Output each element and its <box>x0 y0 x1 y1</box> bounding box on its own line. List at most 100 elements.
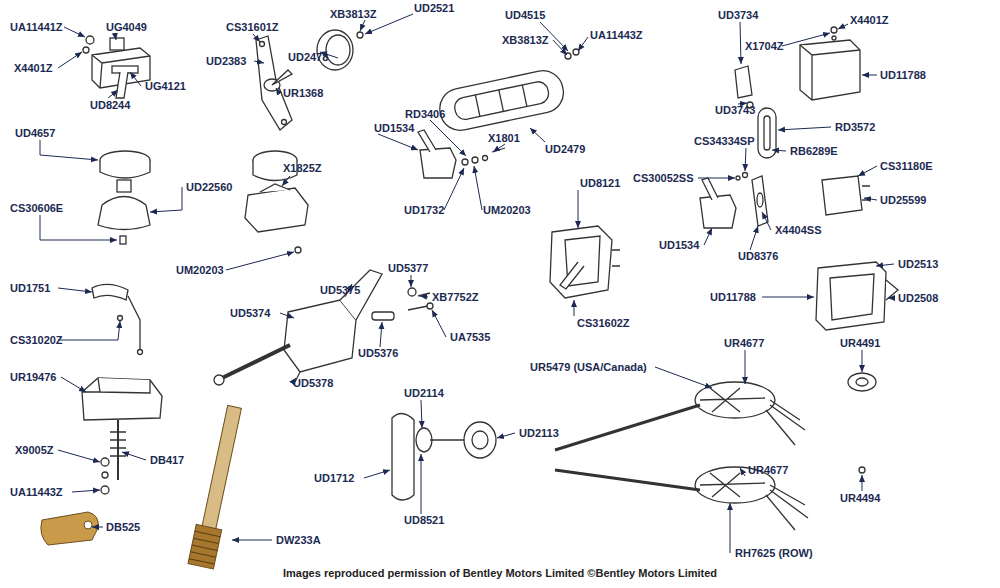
drawing-stroke <box>427 303 433 309</box>
drawing-stroke <box>888 298 894 299</box>
drawing-stroke <box>436 67 567 134</box>
callout-number: X9005Z <box>15 444 54 457</box>
drawing-stroke <box>700 473 765 497</box>
drawing-stroke <box>822 176 862 215</box>
callout-number: UD8376 <box>738 250 778 263</box>
drawing-stroke <box>738 103 747 104</box>
drawing-stroke <box>117 420 119 480</box>
callout-number: CS30052SS <box>633 172 694 185</box>
callout-number: UD2478 <box>288 51 328 64</box>
callout-number: UR4491 <box>840 337 880 350</box>
drawing-stroke <box>864 198 877 200</box>
drawing-stroke <box>700 388 765 412</box>
callout-number: UA11443Z <box>590 29 643 42</box>
callout-number: UD2113 <box>519 427 559 440</box>
drawing-stroke <box>830 274 874 320</box>
drawing-stroke <box>832 36 836 40</box>
drawing-stroke <box>574 300 575 316</box>
callout-number: UD5377 <box>388 262 428 275</box>
drawing-stroke <box>800 45 860 100</box>
drawing-stroke <box>58 52 82 68</box>
callout-number: UM20203 <box>176 264 224 277</box>
drawing-stroke <box>702 178 718 200</box>
callout-number: UD4657 <box>15 127 55 140</box>
brass-parts <box>41 404 247 569</box>
drawing-stroke <box>560 262 584 289</box>
drawing-stroke <box>766 400 805 445</box>
drawing-stroke <box>101 458 109 466</box>
drawing-stroke <box>483 156 488 161</box>
callout-number: DB417 <box>150 454 184 467</box>
drawing-stroke <box>432 310 446 337</box>
drawing-stroke <box>232 540 272 541</box>
drawing-stroke <box>472 157 478 163</box>
drawing-stroke <box>444 168 464 210</box>
callout-number: X4401Z <box>14 62 53 75</box>
drawing-stroke <box>859 467 865 473</box>
part-drawings <box>82 27 898 530</box>
drawing-stroke <box>138 350 143 355</box>
callout-number: XB7752Z <box>432 291 478 304</box>
drawing-stroke <box>72 490 100 492</box>
drawing-stroke <box>886 280 898 300</box>
drawing-stroke <box>130 72 141 86</box>
drawing-stroke <box>418 130 436 152</box>
callout-number: UR4677 <box>724 337 764 350</box>
drawing-stroke <box>82 378 150 393</box>
callout-number: UD5374 <box>230 307 270 320</box>
drawing-stroke <box>462 159 468 165</box>
drawing-stroke <box>378 134 418 150</box>
drawing-stroke <box>392 413 414 500</box>
drawing-stroke <box>117 180 131 192</box>
callout-number: UR5479 (USA/Canada) <box>530 361 647 374</box>
drawing-stroke <box>92 527 103 528</box>
drawing-stroke <box>260 42 265 47</box>
callout-number: UD2521 <box>414 2 454 15</box>
callout-number: DB525 <box>106 521 140 534</box>
callout-number: UD8244 <box>90 99 130 112</box>
drawing-stroke <box>102 472 108 478</box>
callout-number: RB6289E <box>790 145 838 158</box>
drawing-stroke <box>108 90 118 98</box>
drawing-stroke <box>380 322 382 347</box>
drawing-stroke <box>772 150 786 151</box>
drawing-stroke <box>110 38 124 50</box>
drawing-stroke <box>64 27 85 37</box>
drawing-stroke <box>745 148 746 171</box>
drawing-stroke <box>464 422 496 458</box>
drawing-stroke <box>555 470 700 490</box>
callout-number: UD11788 <box>880 69 926 82</box>
drawing-stroke <box>430 120 466 156</box>
callout-number: UD1534 <box>374 122 414 135</box>
drawing-stroke <box>222 345 290 378</box>
drawing-stroke <box>550 226 612 298</box>
drawing-stroke <box>578 190 579 228</box>
callout-number: UD11788 <box>710 291 756 304</box>
callout-number: UA7535 <box>450 331 490 344</box>
drawing-stroke <box>778 127 831 130</box>
callout-number: DW233A <box>276 534 321 547</box>
drawing-stroke <box>128 296 140 350</box>
drawing-stroke <box>254 61 264 63</box>
drawing-stroke <box>92 284 128 300</box>
drawing-stroke <box>736 176 740 180</box>
drawing-stroke <box>253 34 260 42</box>
drawing-stroke <box>272 70 292 85</box>
drawing-stroke <box>862 75 877 76</box>
drawing-stroke <box>100 160 150 178</box>
drawing-stroke <box>116 72 128 98</box>
drawing-stroke <box>40 140 98 160</box>
callout-number: UD8521 <box>404 514 444 527</box>
drawing-stroke <box>260 184 290 192</box>
drawing-stroke <box>497 433 515 438</box>
callout-number: RD3406 <box>405 108 445 121</box>
callout-number: CS31601Z <box>226 21 279 34</box>
callout-number: UD5378 <box>293 377 333 390</box>
drawing-stroke <box>762 212 771 230</box>
callout-number: UD8121 <box>580 177 620 190</box>
drawing-stroke <box>189 531 220 564</box>
drawing-stroke <box>704 228 712 245</box>
callout-number: CS34334SP <box>694 135 755 148</box>
drawing-stroke <box>876 264 894 266</box>
drawing-stroke <box>58 288 92 292</box>
